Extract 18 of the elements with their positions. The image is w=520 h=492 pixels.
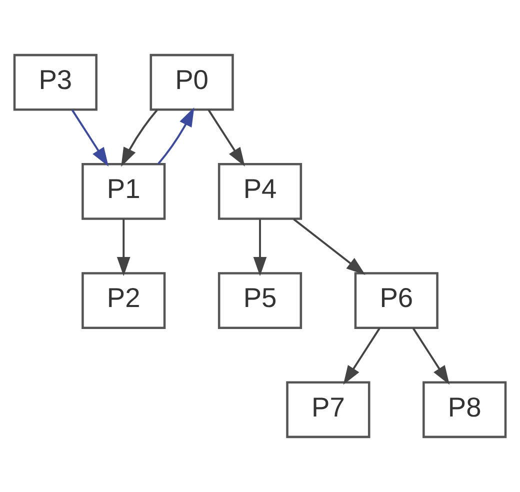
node-box: P7 xyxy=(286,381,370,438)
arrow xyxy=(71,110,109,167)
arrow xyxy=(116,219,130,276)
node-box: P6 xyxy=(354,272,438,329)
arrow xyxy=(157,107,194,165)
arrow xyxy=(293,218,366,275)
node-box: P4 xyxy=(218,163,302,220)
node-box: P8 xyxy=(422,381,507,438)
arrow xyxy=(253,219,267,276)
arrow xyxy=(412,328,450,385)
node-box: P5 xyxy=(218,272,302,329)
arrow xyxy=(208,110,245,167)
node-box: P1 xyxy=(82,163,166,220)
arrow xyxy=(343,328,380,385)
arrow xyxy=(121,109,158,167)
node-box: P3 xyxy=(13,54,98,111)
node-box: P2 xyxy=(82,272,166,329)
node-box: P0 xyxy=(150,54,234,111)
